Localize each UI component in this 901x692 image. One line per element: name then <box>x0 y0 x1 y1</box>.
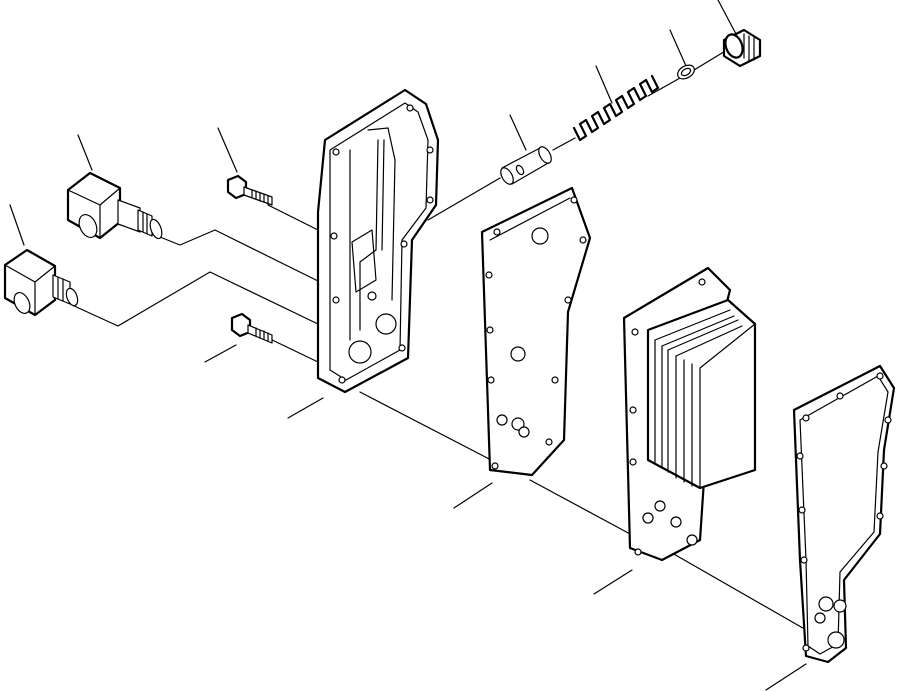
spring-icon[interactable] <box>572 74 660 142</box>
bolt-icon[interactable] <box>226 174 273 206</box>
oil-cooler-icon[interactable] <box>622 266 757 562</box>
gasket-icon[interactable] <box>792 364 896 664</box>
o-ring-icon[interactable] <box>675 62 697 81</box>
bolt-icon[interactable] <box>230 312 273 344</box>
leader-lines <box>9 0 807 691</box>
pressure-sensor-icon[interactable] <box>3 248 80 317</box>
plug-icon[interactable] <box>722 28 762 68</box>
valve-plunger-icon[interactable] <box>498 145 554 187</box>
assembly-lines <box>71 49 816 636</box>
pressure-sensor-icon[interactable] <box>66 171 164 240</box>
cooler-cover-icon[interactable] <box>316 88 440 394</box>
gasket-icon[interactable] <box>480 186 592 477</box>
